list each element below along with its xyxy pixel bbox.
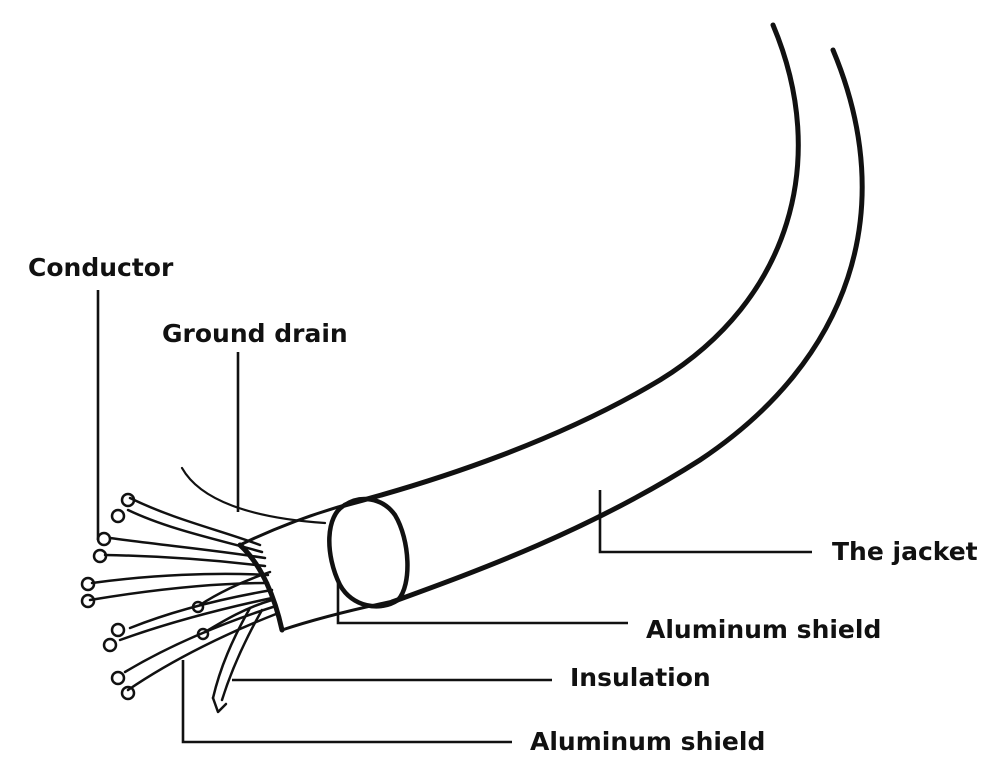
label-jacket: The jacket [832,537,978,566]
jacket-top-edge [342,22,801,508]
conductor-tips [80,492,210,701]
label-ground-drain: Ground drain [162,319,348,348]
label-insulation: Insulation [570,663,711,692]
insulation-wire-tip [211,696,228,714]
jacket-cut-end [327,496,410,609]
label-aluminum-shield-inner: Aluminum shield [530,727,765,756]
shield-sleeve-top [238,503,347,547]
leader-aluminum-shield-outer [336,578,628,625]
label-conductor: Conductor [28,253,174,282]
label-aluminum-shield-outer: Aluminum shield [646,615,881,644]
leader-jacket [598,490,812,554]
shield-sleeve-bottom [280,598,400,632]
jacket-bottom-edge [389,47,865,605]
ground-drain-wire [180,466,327,525]
leader-aluminum-shield-inner [181,660,512,744]
